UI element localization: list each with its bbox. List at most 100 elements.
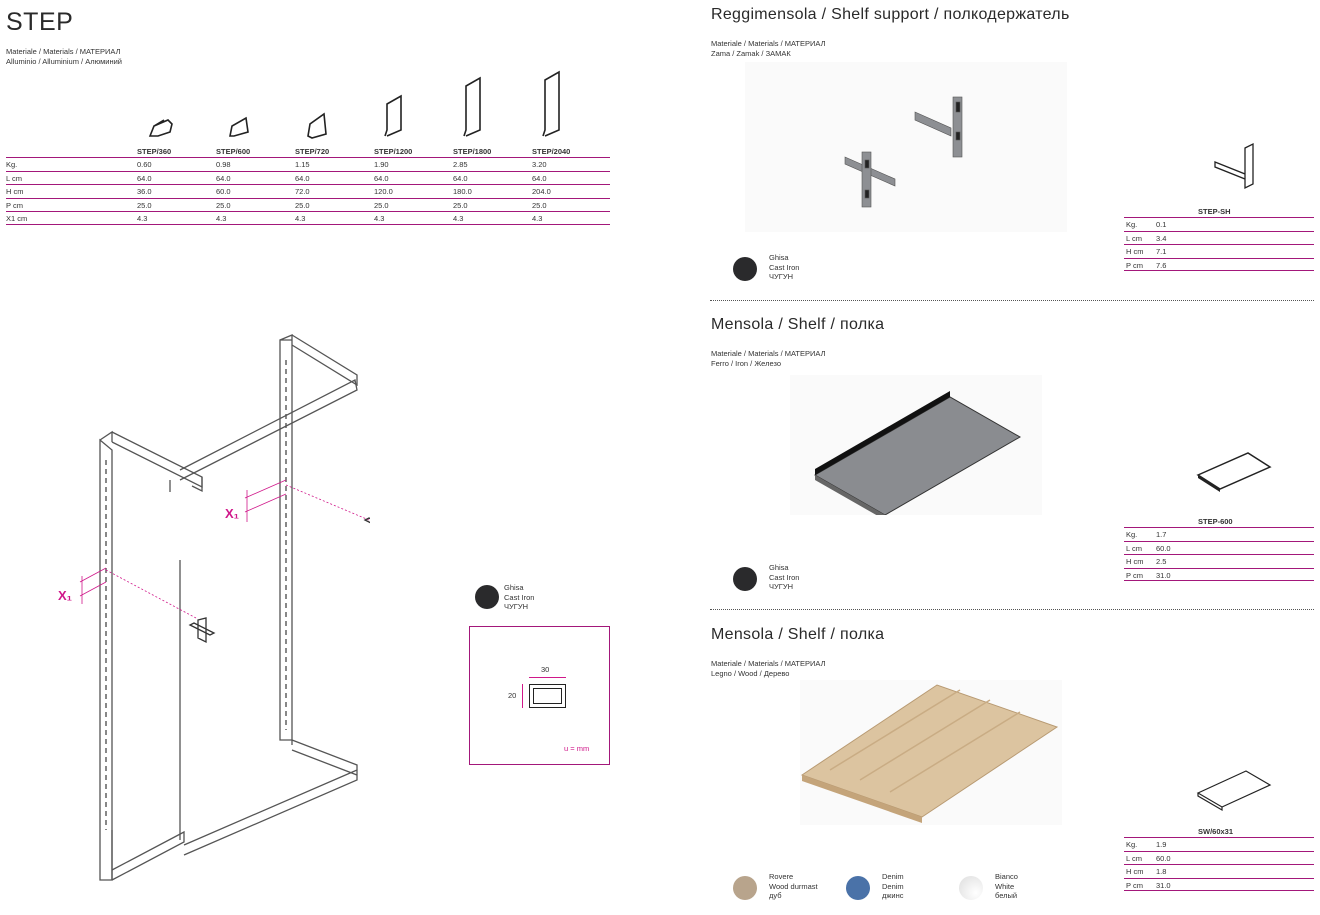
row-label: L cm	[6, 173, 22, 183]
cell-value: 25.0	[453, 200, 468, 210]
material-value: Alluminio / Alluminium / Алюминий	[6, 57, 122, 66]
cell-value: 64.0	[374, 173, 389, 183]
row-label: P cm	[1126, 880, 1143, 890]
unit-label: u = mm	[564, 744, 590, 753]
finish-it: Ghisa	[504, 583, 524, 592]
table-header: STEP-SH	[1124, 205, 1314, 217]
section-title: Reggimensola / Shelf support / полкодерж…	[711, 6, 1070, 23]
model-name: STEP/600	[216, 147, 251, 156]
step-720-icon	[307, 112, 327, 139]
table-header: STEP-600	[1124, 515, 1314, 527]
cell-value: 1.8	[1156, 867, 1167, 876]
cast-iron-swatch	[475, 585, 499, 609]
cell-value: 4.3	[532, 214, 543, 223]
row-label: Kg.	[1126, 220, 1138, 229]
cell-value: 64.0	[532, 173, 547, 183]
cell-value: 36.0	[137, 187, 152, 196]
cell-value: 64.0	[216, 173, 231, 183]
cell-value: 1.7	[1156, 530, 1167, 539]
x1-label-right: X₁	[225, 506, 239, 521]
cell-value: 25.0	[216, 200, 231, 210]
finish-name: Denim	[882, 872, 904, 881]
material-value: Ferro / Iron / Железо	[711, 359, 782, 368]
model-name: STEP/2040	[532, 147, 571, 156]
finish-name: Rovere	[769, 872, 794, 881]
page-title: STEP	[6, 8, 74, 36]
row-label: L cm	[1126, 543, 1142, 553]
cell-value: 64.0	[295, 173, 310, 183]
step-600-icon	[229, 116, 249, 137]
cell-value: 4.3	[137, 214, 148, 223]
finish-swatch	[733, 876, 757, 900]
step-1800-icon	[463, 76, 481, 137]
finish-name: Ghisa	[769, 253, 789, 262]
cell-value: 180.0	[453, 187, 472, 196]
step-frame-diagram: X₁ X₁	[58, 334, 370, 881]
profile-width: 30	[541, 665, 550, 674]
cell-value: 4.3	[453, 214, 464, 223]
cell-value: 0.98	[216, 160, 231, 169]
shelf-support-drawing	[1214, 142, 1254, 190]
cell-value: 25.0	[532, 200, 547, 210]
finish-swatch	[733, 257, 757, 281]
step-360-icon	[148, 119, 173, 137]
cell-value: 4.3	[295, 214, 306, 223]
shelf-support-icons	[188, 517, 370, 644]
model-name: STEP/360	[137, 147, 172, 156]
x1-label-left: X₁	[58, 588, 72, 603]
wood-shelf-drawing	[1196, 770, 1272, 812]
cell-value: 60.0	[1156, 543, 1171, 553]
cell-value: 64.0	[137, 173, 152, 183]
product-code: STEP-600	[1198, 517, 1233, 526]
row-label: X1 cm	[6, 214, 28, 223]
cell-value: 72.0	[295, 187, 310, 196]
cell-value: 120.0	[374, 187, 393, 196]
profile-height: 20	[508, 691, 517, 700]
table-row: L cm 60.0	[1124, 540, 1314, 555]
cell-value: 0.60	[137, 160, 152, 169]
product-code: STEP-SH	[1198, 207, 1231, 216]
separator	[710, 300, 1314, 301]
finish-name: джинс	[882, 891, 904, 901]
material-value: Zama / Zamak / ЗАМАК	[711, 49, 791, 58]
section-title: Mensola / Shelf / полка	[711, 626, 885, 643]
finish-name: White	[995, 881, 1015, 891]
model-name: STEP/720	[295, 147, 330, 156]
row-label: H cm	[1126, 557, 1144, 566]
finish-name: ЧУГУН	[769, 582, 794, 592]
finish-swatch	[959, 876, 983, 900]
cell-value: 204.0	[532, 187, 551, 196]
table-header: SW/60x31	[1124, 825, 1314, 837]
material-value: Legno / Wood / Дерево	[711, 669, 790, 678]
materials-heading: Materiale / Materials / МАТЕРИАЛ	[6, 47, 121, 56]
finish-ru: ЧУГУН	[504, 602, 529, 612]
wood-shelf-photo	[800, 680, 1062, 825]
finish-name: Cast Iron	[769, 262, 800, 272]
cell-value: 4.3	[374, 214, 385, 223]
row-label: P cm	[6, 200, 23, 210]
step-2040-icon	[542, 70, 560, 137]
profile-rect	[529, 684, 566, 708]
separator	[710, 609, 1314, 610]
row-label: L cm	[1126, 233, 1142, 243]
cell-value: 7.1	[1156, 247, 1167, 256]
table-row: Kg.0.1	[1124, 217, 1314, 231]
cell-value: 25.0	[295, 200, 310, 210]
finish-name: Ghisa	[769, 563, 789, 572]
cell-value: 31.0	[1156, 570, 1171, 580]
row-label: L cm	[1126, 853, 1142, 863]
cell-value: 2.5	[1156, 557, 1167, 566]
materials-label: Materiale / Materials / МАТЕРИАЛ Allumin…	[6, 47, 122, 67]
model-name: STEP/1200	[374, 147, 413, 156]
